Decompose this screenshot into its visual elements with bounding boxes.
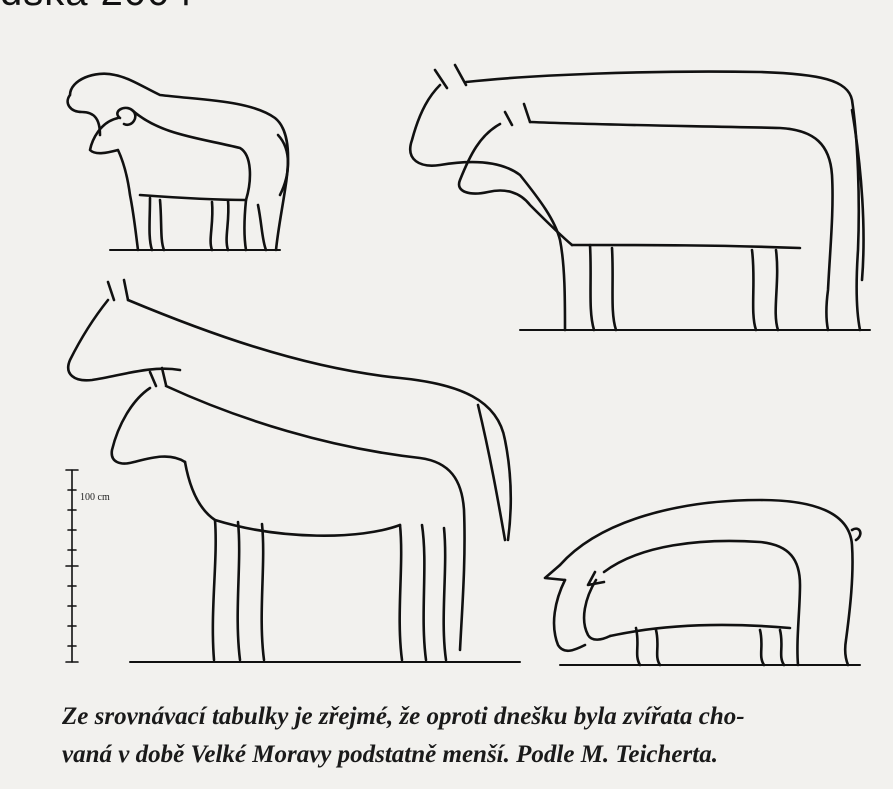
horse-drawing — [68, 280, 520, 662]
caption-line-2: vaná v době Velké Moravy podstatně menší… — [62, 736, 882, 774]
cow-drawing — [410, 65, 870, 330]
scale-ruler: 100 cm — [66, 470, 110, 662]
scale-label: 100 cm — [80, 492, 110, 503]
pig-drawing — [545, 500, 860, 665]
figure-caption: Ze srovnávací tabulky je zřejmé, že opro… — [62, 698, 882, 774]
caption-line-1: Ze srovnávací tabulky je zřejmé, že opro… — [62, 698, 882, 736]
sheep-drawing — [68, 74, 288, 250]
